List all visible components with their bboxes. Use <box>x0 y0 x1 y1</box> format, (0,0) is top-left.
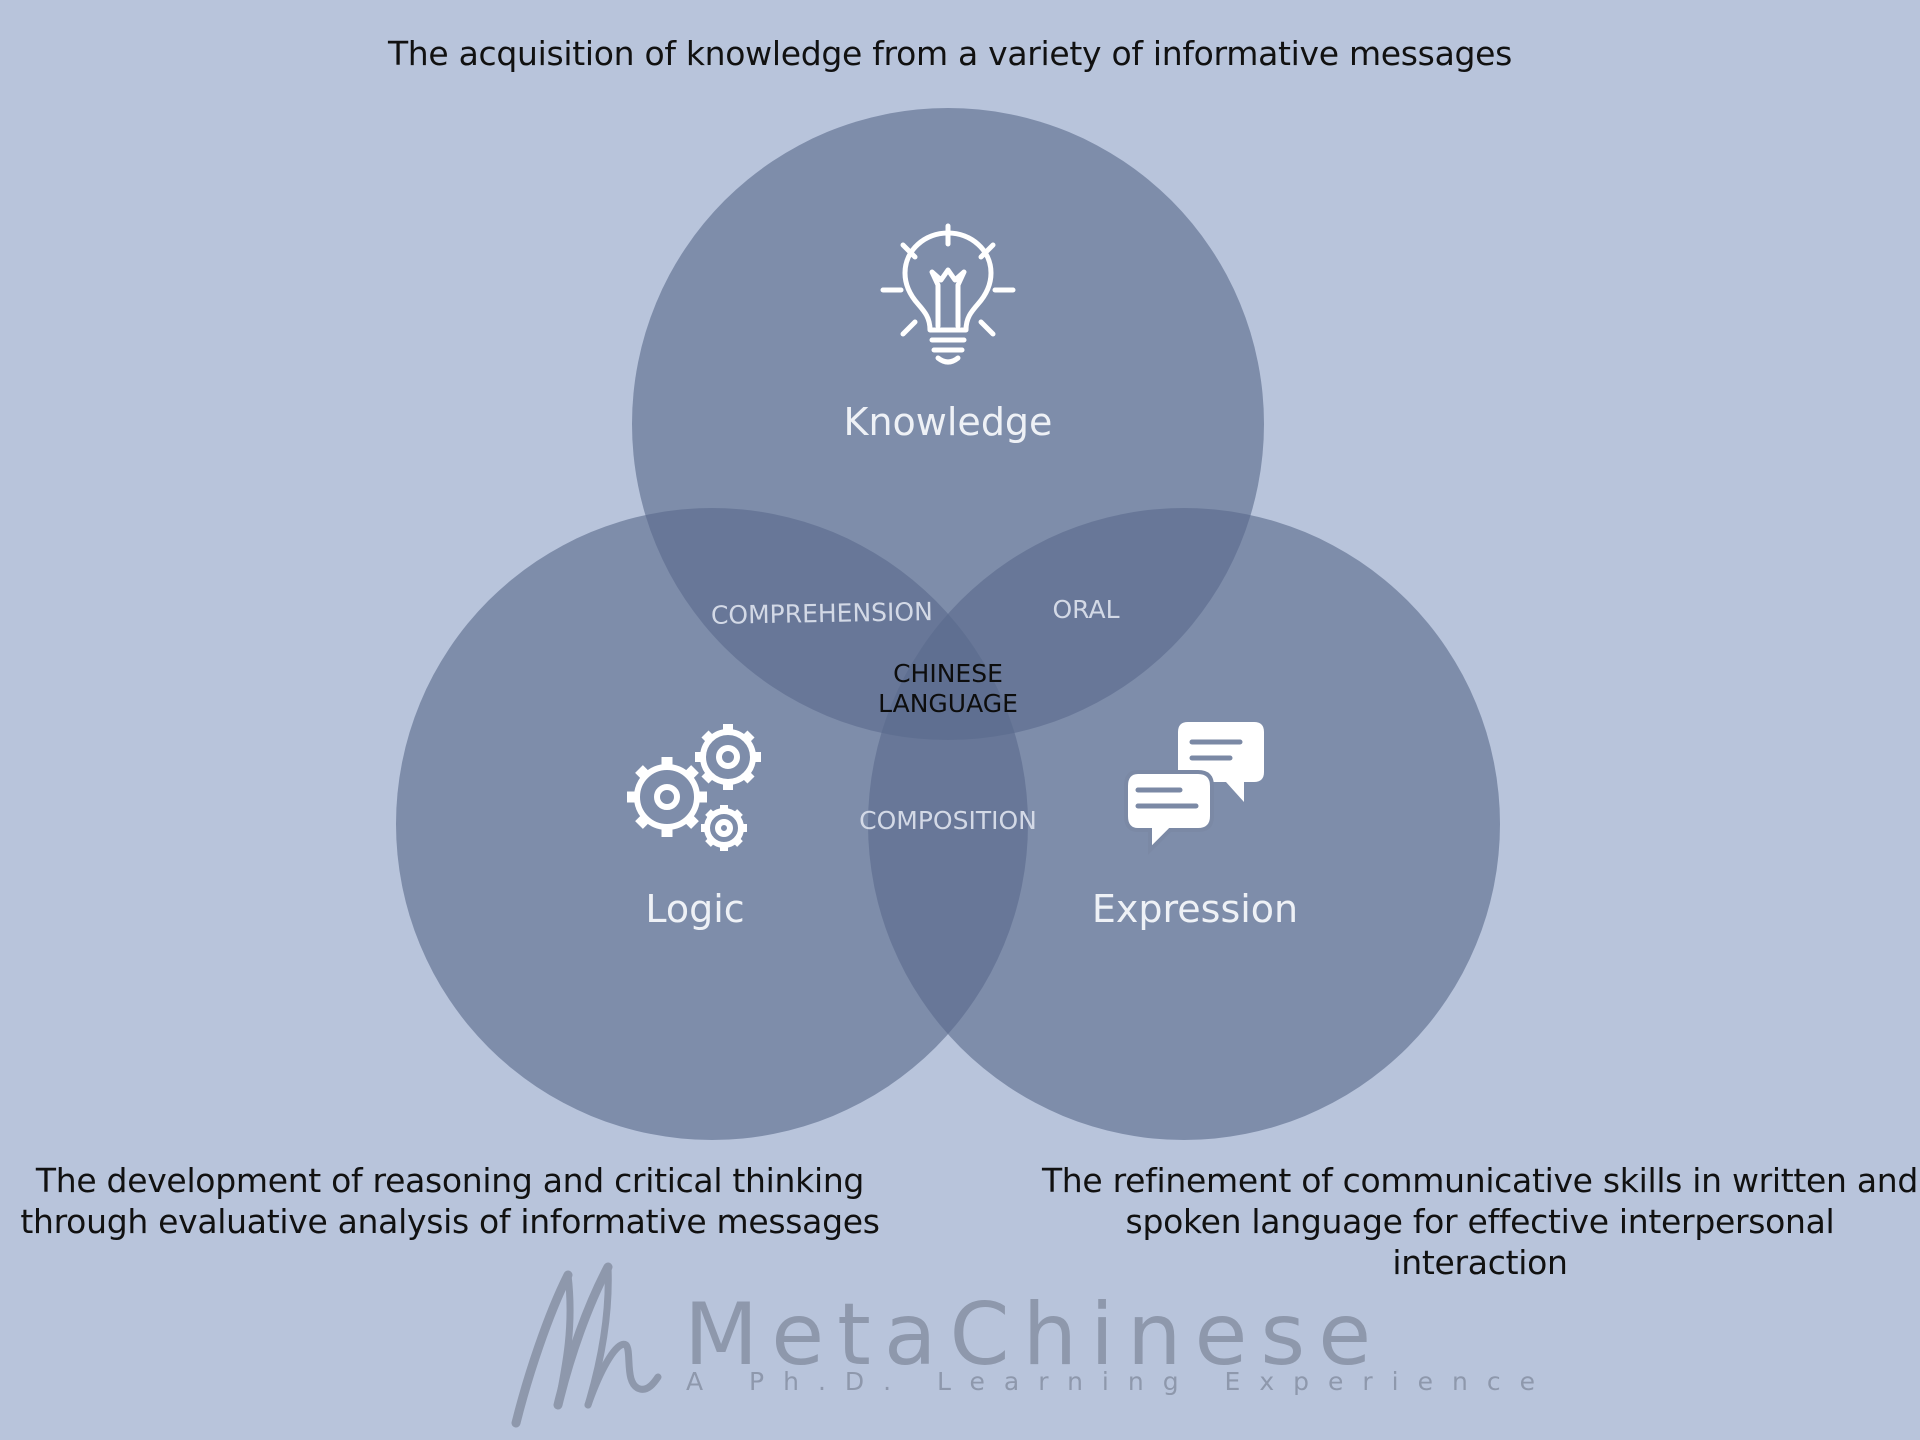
logic-description: The development of reasoning and critica… <box>20 1161 880 1241</box>
knowledge-description: The acquisition of knowledge from a vari… <box>387 34 1513 73</box>
center-label-line2: LANGUAGE <box>878 689 1018 718</box>
brand-tagline: A Ph.D. Learning Experience <box>686 1367 1554 1396</box>
gears-icon <box>627 724 761 851</box>
composition-label: COMPOSITION <box>859 806 1037 835</box>
brand-name: MetaChinese <box>684 1285 1385 1385</box>
speech-bubbles-icon <box>1124 722 1264 855</box>
expression-description: The refinement of communicative skills i… <box>1041 1161 1919 1282</box>
expression-label: Expression <box>1092 887 1298 931</box>
knowledge-label: Knowledge <box>844 400 1053 444</box>
brand-logo: MetaChinese A Ph.D. Learning Experience <box>508 1255 1535 1435</box>
logic-circle <box>396 508 1028 1140</box>
center-label-line1: CHINESE <box>893 659 1003 688</box>
lightbulb-icon <box>880 223 1016 365</box>
oral-label: ORAL <box>1052 595 1119 624</box>
comprehension-label: COMPREHENSION <box>711 597 933 630</box>
brand-monogram-icon <box>511 1262 662 1428</box>
logic-label: Logic <box>645 887 744 931</box>
